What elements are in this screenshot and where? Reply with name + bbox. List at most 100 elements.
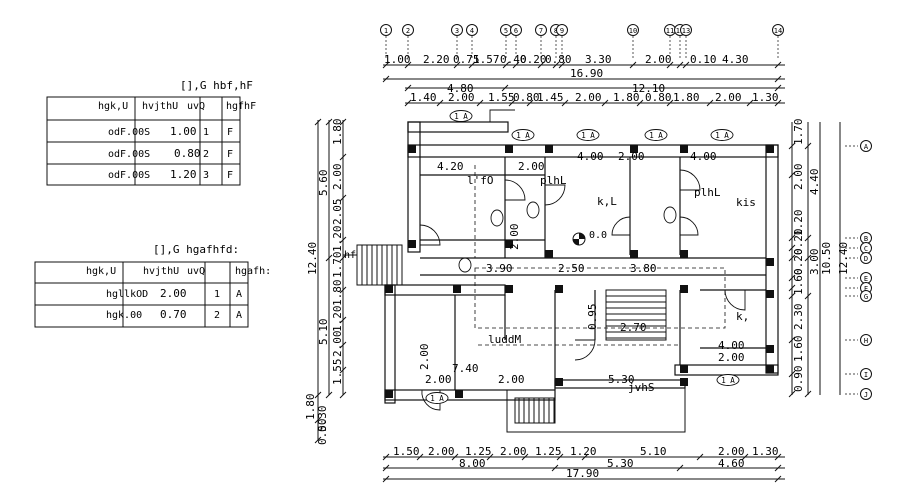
ws-header-size: hvjthU	[143, 266, 179, 277]
ws-cell: hgk.00	[106, 310, 142, 321]
bathroom-fixtures	[458, 201, 677, 273]
grid-bubble-label: 6	[514, 27, 518, 35]
dim: 0.80	[645, 91, 672, 104]
dim: 0.30	[316, 406, 329, 433]
column	[505, 145, 513, 153]
grid-bubble-13: 13	[680, 24, 692, 60]
column	[455, 390, 463, 398]
dim: 12.10	[632, 82, 665, 95]
column	[453, 285, 461, 293]
hidden-lines	[474, 165, 726, 346]
column	[766, 345, 774, 353]
dim: 1.25	[535, 445, 562, 458]
grid-bubble-3: 3	[451, 24, 463, 60]
column	[545, 250, 553, 258]
dim: 2.00	[448, 91, 475, 104]
dim: 2.00	[428, 445, 455, 458]
dim: 2.00	[498, 373, 525, 386]
ds-cell: 1.00	[170, 125, 197, 138]
column	[630, 250, 638, 258]
grid-bubble-I: I	[845, 368, 872, 380]
dim: 2.00	[792, 164, 805, 191]
grid-bubble-label: J	[864, 391, 868, 399]
dim: 0.50	[316, 419, 329, 446]
ds-cell: odF.00S	[108, 149, 150, 160]
window-tag-label: 1 A	[721, 376, 735, 385]
grid-bubble-B: B	[845, 232, 872, 244]
dim: 2.00	[331, 164, 344, 191]
grid-bubble-label: I	[864, 371, 868, 379]
grid-bubble-A: A	[845, 140, 872, 152]
grid-bubble-label: 8	[554, 27, 558, 35]
dim: 2.05	[331, 199, 344, 226]
column	[680, 285, 688, 293]
column	[680, 145, 688, 153]
wall-top-left-wing	[407, 121, 509, 133]
room-label: kis	[736, 196, 756, 209]
grid-bubble-1: 1	[380, 24, 392, 60]
column	[385, 285, 393, 293]
dim: 2.00	[718, 351, 745, 364]
right-dimension-texts: 1.70 2.00 1.20 0.20 0.20 1.60 2.30 1.60 …	[792, 119, 850, 393]
stair-width: 0.95	[586, 304, 599, 331]
dim: 1.30	[752, 91, 779, 104]
column	[408, 240, 416, 248]
grid-bubble-4: 4	[466, 24, 478, 60]
dim: 8.00	[459, 457, 486, 470]
grid-bubble-label: 10	[629, 27, 637, 35]
grid-bubble-2: 2	[402, 24, 414, 60]
dim: 1.20	[570, 445, 597, 458]
dim: 10.50	[820, 242, 833, 275]
dim: 4.00	[577, 150, 604, 163]
dim: 1.70	[792, 119, 805, 146]
toilet-icon	[663, 206, 677, 224]
grid-bubble-H: H	[845, 334, 872, 346]
dim: 3.00	[808, 249, 821, 276]
ws-cell: 0.70	[160, 308, 187, 321]
column	[385, 390, 393, 398]
dim-total: 17.90	[566, 467, 599, 480]
dim: 1.40	[410, 91, 437, 104]
column	[505, 285, 513, 293]
ds-header-type: hgfhF	[226, 101, 256, 112]
dim: 2.50	[558, 262, 585, 275]
dim: 1.55	[331, 359, 344, 386]
dim: 4.30	[722, 53, 749, 66]
dim: 1.80	[613, 91, 640, 104]
interior-dimensions: 4.20 2.00 4.00 2.00 4.00 3.90 2.50 3.80 …	[418, 150, 745, 386]
dim: 3.90	[486, 262, 513, 275]
wall-mid-left	[384, 284, 506, 296]
dim: 1.20	[792, 210, 805, 237]
room-label: luddM	[488, 333, 521, 346]
dim: 0.80	[545, 53, 572, 66]
window-tag-label: 1 A	[581, 131, 595, 140]
grid-bubble-label: B	[864, 235, 868, 243]
dim: 0.20	[520, 53, 547, 66]
dim: 2.30	[792, 304, 805, 331]
column	[545, 145, 553, 153]
grid-bubble-label: 3	[455, 27, 459, 35]
room-label: jvhS	[628, 381, 655, 394]
dim: 0.20	[792, 229, 805, 256]
dim: 1.57	[473, 53, 500, 66]
dim: 2.20	[423, 53, 450, 66]
grid-bubble-label: 1	[384, 27, 388, 35]
dim: 0.75	[453, 53, 480, 66]
grid-bubble-label: E	[864, 275, 868, 283]
bottom-dimension-texts: 1.50 2.00 1.25 2.00 1.25 1.20 5.10 2.00 …	[393, 445, 779, 480]
wall-left-lower	[384, 284, 396, 404]
column	[680, 250, 688, 258]
dimension-ticks	[314, 61, 812, 483]
room-label: k,L	[597, 195, 617, 208]
ws-cell: hgllkOD	[106, 289, 148, 300]
column	[555, 378, 563, 386]
staircase-rear	[506, 388, 686, 433]
ds-cell: F	[227, 149, 233, 160]
dim: 5.60	[317, 170, 330, 197]
entrance-label: hf	[344, 250, 356, 261]
ws-cell: A	[236, 310, 242, 321]
dim: 4.00	[690, 150, 717, 163]
column	[630, 145, 638, 153]
ds-cell: 2	[203, 149, 209, 160]
dim: 1.30	[752, 445, 779, 458]
